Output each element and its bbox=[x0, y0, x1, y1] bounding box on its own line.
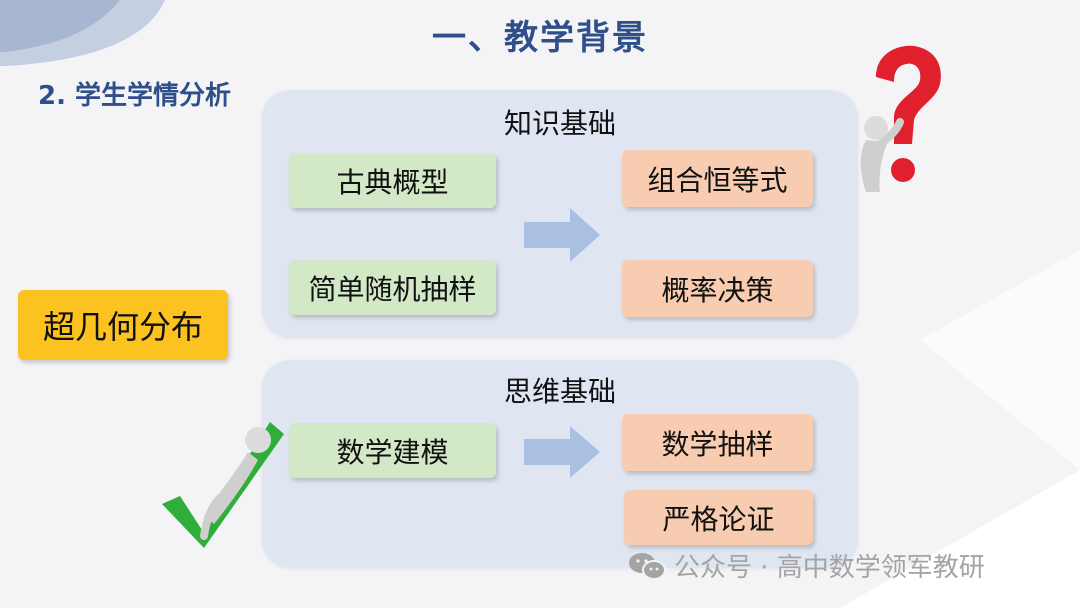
section-subtitle: 2. 学生学情分析 bbox=[38, 81, 232, 111]
thinking-box-rigorous-proof: 严格论证 bbox=[624, 490, 813, 545]
knowledge-box-combinatorial-identity: 组合恒等式 bbox=[622, 150, 813, 207]
knowledge-box-probability-decision: 概率决策 bbox=[622, 260, 813, 317]
thinking-box-math-sampling: 数学抽样 bbox=[622, 414, 813, 471]
watermark-text: 公众号 · 高中数学领军教研 bbox=[674, 553, 985, 583]
bg-corner-shape bbox=[0, 0, 165, 66]
thinking-box-math-modeling: 数学建模 bbox=[289, 423, 496, 478]
knowledge-box-classical-probability: 古典概型 bbox=[289, 153, 496, 208]
main-topic-box: 超几何分布 bbox=[18, 290, 228, 360]
knowledge-panel: 知识基础 古典概型 简单随机抽样 组合恒等式 概率决策 bbox=[262, 90, 858, 338]
knowledge-arrow-icon bbox=[524, 208, 600, 262]
bg-white-shapes bbox=[840, 250, 1080, 608]
question-mark-figure-icon bbox=[860, 45, 941, 192]
thinking-panel: 思维基础 数学建模 数学抽样 严格论证 bbox=[262, 360, 858, 568]
wechat-icon bbox=[629, 552, 666, 580]
watermark: 公众号 · 高中数学领军教研 bbox=[628, 547, 985, 584]
thinking-arrow-icon bbox=[524, 426, 600, 478]
checkmark-figure-icon bbox=[162, 422, 284, 548]
thinking-panel-title: 思维基础 bbox=[503, 375, 616, 408]
page-title: 一、教学背景 bbox=[432, 18, 648, 58]
knowledge-panel-title: 知识基础 bbox=[503, 107, 616, 140]
knowledge-box-simple-random-sampling: 简单随机抽样 bbox=[289, 260, 496, 315]
